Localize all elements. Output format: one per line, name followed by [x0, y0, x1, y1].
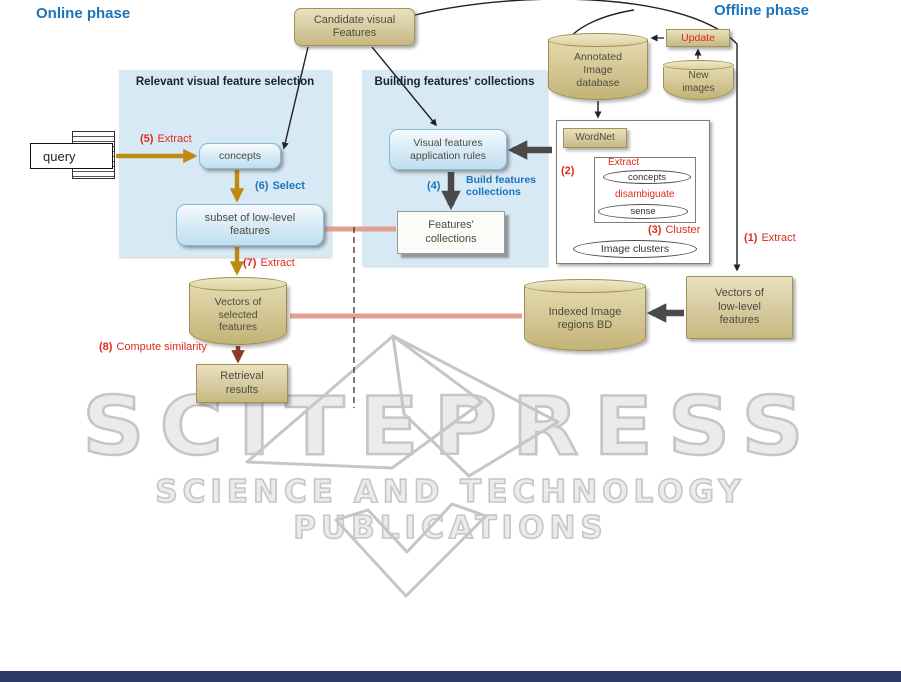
step-6-label: (6) Select — [255, 180, 305, 193]
step-5-label: (5) Extract — [140, 133, 192, 146]
query-label: query — [43, 148, 76, 164]
new-images-label: New images — [682, 70, 715, 94]
indexed-image-regions-label: Indexed Image regions BD — [548, 305, 622, 331]
step-7-number: (7) — [243, 257, 257, 269]
step-4-number: (4) — [427, 180, 441, 192]
watermark-scitepress: SCITEPRESS — [81, 379, 819, 475]
step-7-text: Extract — [260, 257, 295, 269]
step-3-text: Cluster — [665, 224, 701, 236]
step-8-number: (8) — [99, 341, 113, 353]
sense-ellipse: sense — [598, 204, 688, 219]
visual-features-rules-box: Visual features application rules — [389, 129, 507, 170]
step-7-label: (7) Extract — [243, 257, 295, 270]
retrieval-results-box: Retrieval results — [196, 364, 288, 403]
indexed-image-regions-cylinder: Indexed Image regions BD — [524, 279, 646, 351]
concepts-box: concepts — [199, 143, 281, 169]
cylinder-top — [524, 279, 646, 293]
step-5-text: Extract — [157, 133, 192, 145]
online-phase-title: Online phase — [36, 5, 131, 22]
image-clusters-ellipse: Image clusters — [573, 240, 697, 258]
annotated-db-label: Annotated Image database — [574, 51, 622, 89]
retrieval-results-label: Retrieval results — [220, 370, 264, 396]
wordnet-box: WordNet — [563, 128, 627, 148]
annotated-image-database-cylinder: Annotated Image database — [548, 33, 648, 100]
disambiguate-label: disambiguate — [615, 189, 675, 200]
vectors-low-level-box: Vectors of low-level features — [686, 276, 793, 339]
subset-low-level-label: subset of low-level features — [204, 211, 296, 237]
inner-concepts-label: concepts — [627, 171, 667, 183]
vectors-selected-cylinder: Vectors of selected features — [189, 277, 287, 345]
cylinder-top — [189, 277, 287, 291]
inner-concepts-ellipse: concepts — [603, 170, 691, 184]
step-4-number-label: (4) — [427, 180, 440, 193]
concepts-label: concepts — [218, 149, 262, 162]
step-1-text: Extract — [761, 232, 796, 244]
step-6-text: Select — [272, 180, 305, 192]
subset-low-level-box: subset of low-level features — [176, 204, 324, 246]
step-1-number: (1) — [744, 232, 758, 244]
step-2-label: (2) — [561, 165, 574, 178]
step-5-number: (5) — [140, 133, 154, 145]
extract-inner-label: Extract — [608, 157, 640, 168]
step-2-number: (2) — [561, 165, 575, 177]
candidate-visual-features-label: Candidate visual Features — [313, 13, 396, 39]
visual-features-rules-label: Visual features application rules — [410, 136, 486, 162]
features-collections-box: Features' collections — [397, 211, 505, 254]
step-6-number: (6) — [255, 180, 269, 192]
query-box: query — [30, 143, 113, 169]
step-4-text: Build features collections — [466, 174, 537, 199]
offline-phase-title: Offline phase — [714, 2, 810, 19]
features-collections-label: Features' collections — [425, 219, 477, 245]
vectors-selected-label: Vectors of selected features — [214, 295, 262, 334]
step-8-text: Compute similarity — [116, 341, 207, 353]
step-3-label: (3) Cluster — [648, 224, 700, 237]
panel-selection-title: Relevant visual feature selection — [135, 76, 315, 88]
step-4-text-label: Build features collections — [466, 174, 536, 199]
image-clusters-label: Image clusters — [600, 243, 670, 255]
step-1-label: (1) Extract — [744, 232, 796, 245]
vectors-low-level-label: Vectors of low-level features — [715, 287, 764, 327]
candidate-visual-features-box: Candidate visual Features — [294, 8, 415, 46]
update-label: Update — [681, 31, 715, 44]
update-box: Update — [666, 29, 730, 47]
watermark-subtitle: SCIENCE AND TECHNOLOGY PUBLICATIONS — [154, 473, 746, 547]
step-3-number: (3) — [648, 224, 662, 236]
panel-building-title: Building features' collections — [374, 76, 535, 88]
new-images-cylinder: New images — [663, 60, 734, 100]
sense-label: sense — [630, 206, 656, 217]
wordnet-label: WordNet — [575, 131, 615, 143]
step-8-label: (8) Compute similarity — [99, 341, 207, 354]
bottom-bar — [0, 671, 901, 682]
